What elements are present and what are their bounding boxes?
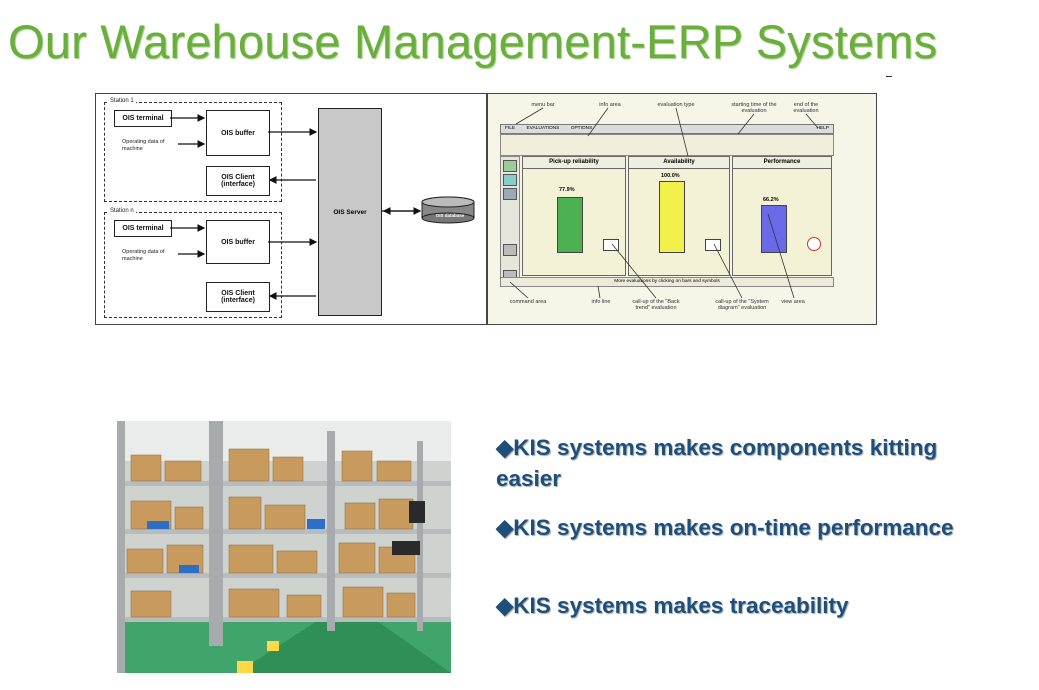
- performance-bar[interactable]: [761, 205, 787, 253]
- menu-help[interactable]: HELP: [816, 126, 829, 131]
- annotation-info-line: info line: [591, 299, 611, 305]
- status-line: More evaluations by clicking on bars and…: [500, 277, 834, 287]
- pickup-value: 77.9%: [559, 187, 575, 193]
- ois-terminal-n: OIS terminal: [114, 220, 172, 237]
- command-icon-4[interactable]: [503, 244, 517, 256]
- performance-value: 66.2%: [763, 197, 779, 203]
- annotation-back-trend: call-up of the "Back trend" evaluation: [632, 299, 680, 311]
- warehouse-shelves-image: [117, 421, 451, 673]
- bullet-components-kitting: ◆KIS systems makes components kitting ea…: [496, 435, 938, 491]
- ois-database-label: OIS database: [435, 213, 465, 218]
- panel-availability[interactable]: Availability 100.0%: [628, 156, 730, 276]
- annotation-menu-bar: menu bar: [531, 102, 555, 108]
- annotation-view-area: view area: [781, 299, 805, 305]
- station-n-frame: [104, 212, 282, 318]
- availability-trend-icon[interactable]: [705, 239, 721, 251]
- station-1-frame: [104, 102, 282, 202]
- panel-pickup-title: Pick-up reliability: [523, 157, 625, 169]
- ois-client-1: OIS Client (interface): [206, 166, 270, 196]
- annotation-end-of-evaluation: end of the evaluation: [793, 102, 819, 114]
- annotation-starting-time: starting time of the evaluation: [731, 102, 777, 114]
- database-icon: [421, 196, 475, 224]
- availability-value: 100.0%: [661, 173, 680, 179]
- panel-pickup-reliability[interactable]: Pick-up reliability 77.9%: [522, 156, 626, 276]
- station-n-label: Station n: [108, 208, 136, 215]
- command-icon-3[interactable]: [503, 188, 517, 200]
- command-icon-2[interactable]: [503, 174, 517, 186]
- operating-data-n: Operating data of machine: [122, 249, 165, 262]
- panel-availability-title: Availability: [629, 157, 729, 169]
- pickup-bar[interactable]: [557, 197, 583, 253]
- performance-diagram-icon[interactable]: [807, 237, 821, 251]
- command-icon-1[interactable]: [503, 160, 517, 172]
- availability-bar[interactable]: [659, 181, 685, 253]
- annotation-system-diagram: call-up of the "System diagram" evaluati…: [715, 299, 769, 311]
- panel-performance-title: Performance: [733, 157, 831, 169]
- annotation-evaluation-type: evaluation type: [657, 102, 695, 108]
- bullet-on-time-performance: ◆KIS systems makes on-time performance: [496, 515, 954, 540]
- annotation-info-area: info area: [599, 102, 621, 108]
- screen-leader-lines: [509, 107, 819, 299]
- menu-evaluations[interactable]: EVALUATIONS: [526, 126, 560, 131]
- station-1-label: Station 1: [108, 98, 136, 105]
- info-area: [500, 134, 834, 156]
- ois-buffer-n: OIS buffer: [206, 220, 270, 264]
- title-tick: [886, 76, 892, 77]
- evaluation-screen: menu bar info area evaluation type start…: [487, 93, 877, 325]
- menu-file[interactable]: FILE: [505, 126, 516, 131]
- panel-performance[interactable]: Performance 66.2%: [732, 156, 832, 276]
- ois-client-n: OIS Client (interface): [206, 282, 270, 312]
- page-title: Our Warehouse Management-ERP Systems: [8, 15, 938, 68]
- bullet-traceability: ◆KIS systems makes traceability: [496, 593, 849, 618]
- menu-bar: FILE EVALUATIONS OPTIONS HELP: [500, 124, 834, 134]
- ois-buffer-1: OIS buffer: [206, 110, 270, 156]
- ois-architecture-diagram: Station 1 OIS terminal Operating data of…: [95, 93, 487, 325]
- warehouse-photo: [117, 421, 451, 673]
- menu-options[interactable]: OPTIONS: [570, 126, 593, 131]
- operating-data-1: Operating data of machine: [122, 139, 165, 152]
- diagram-connectors: [170, 114, 475, 300]
- ois-server: OIS Server: [318, 108, 382, 316]
- annotation-command-area: command area: [509, 299, 547, 305]
